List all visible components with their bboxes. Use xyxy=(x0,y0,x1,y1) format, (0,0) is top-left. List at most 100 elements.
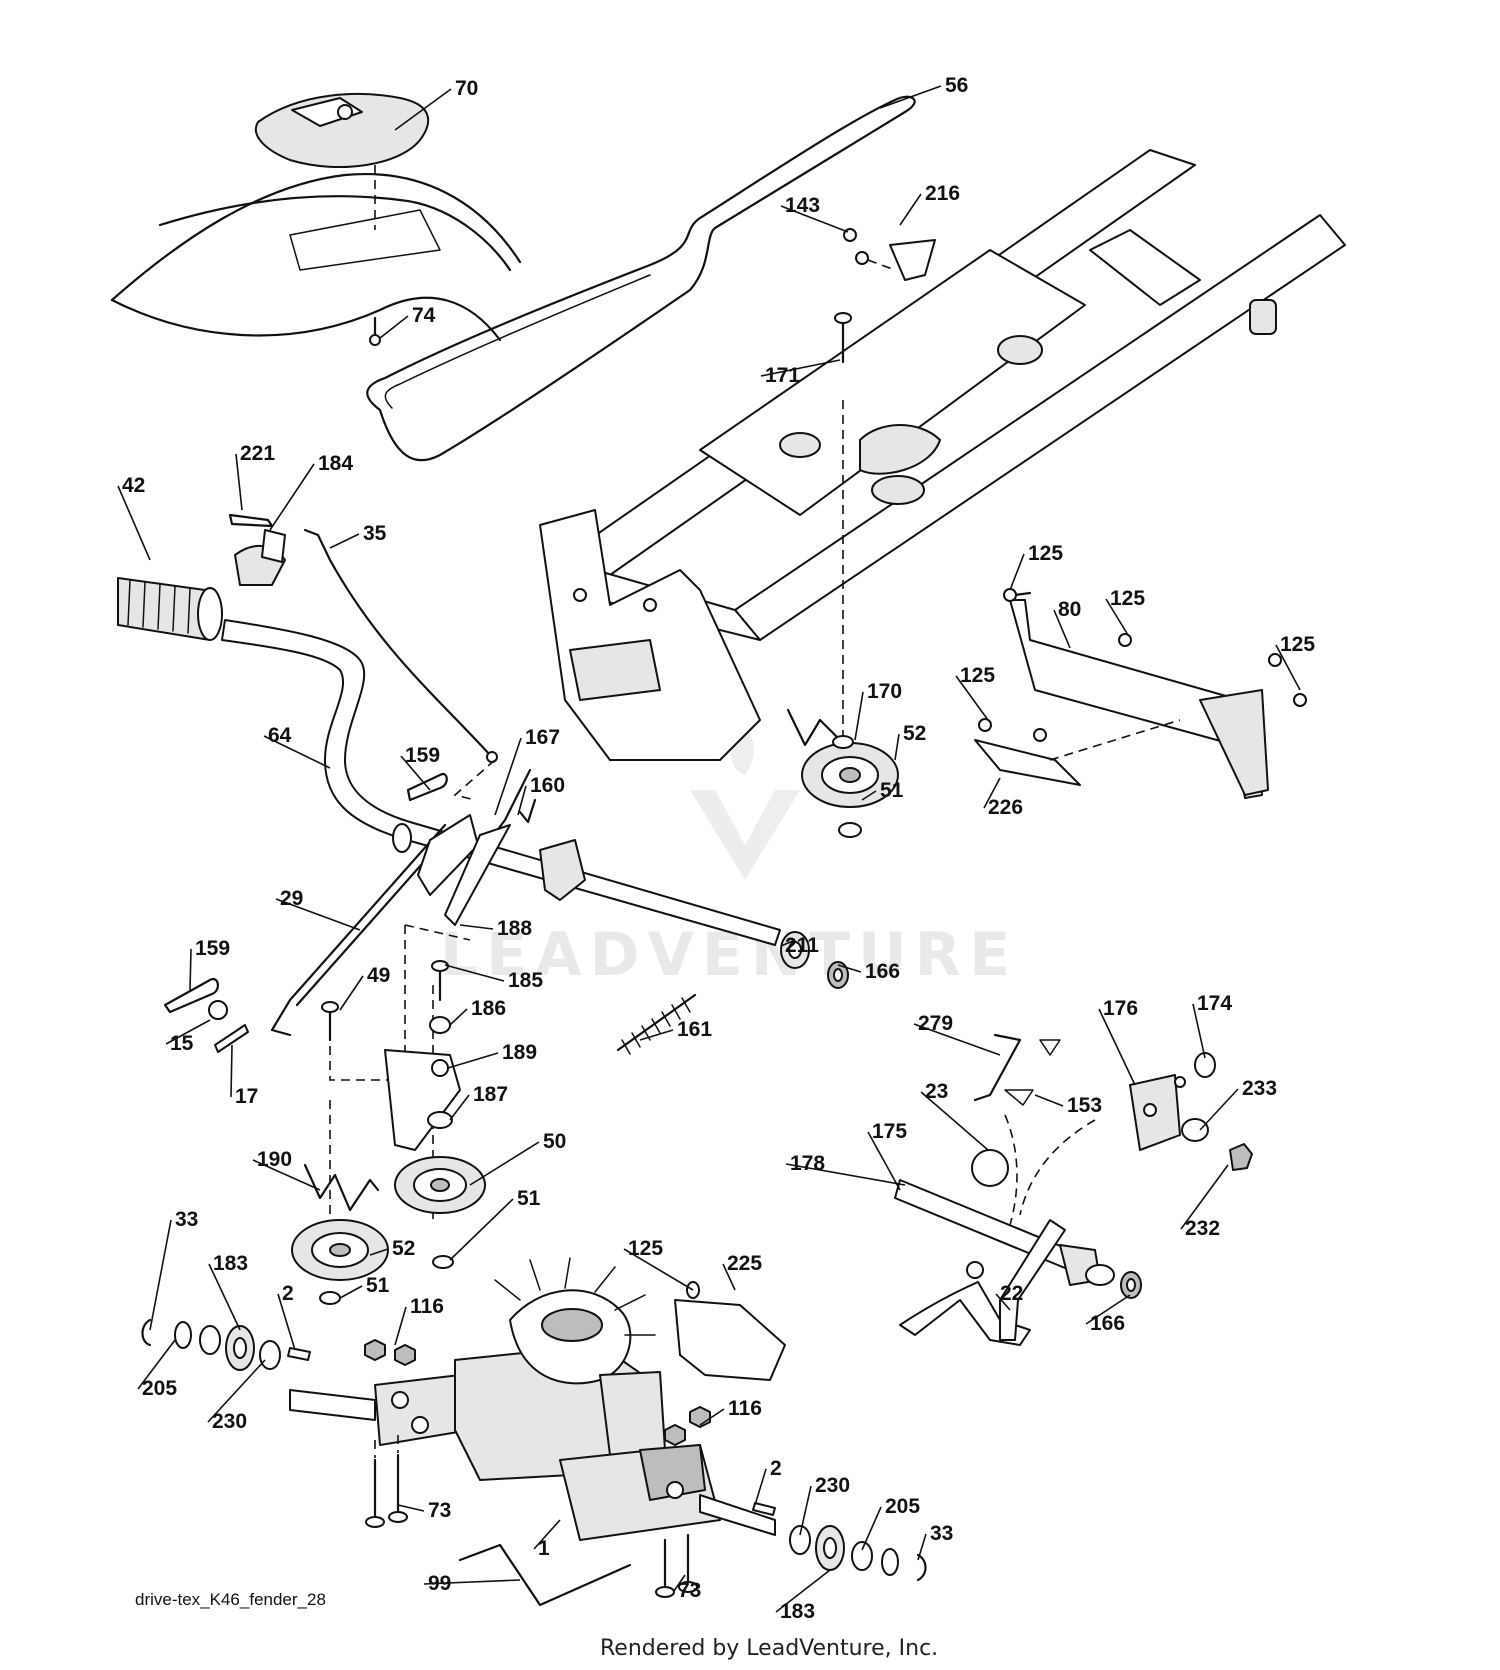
callout-leader-line xyxy=(983,777,1001,809)
render-credit: Rendered by LeadVenture, Inc. xyxy=(600,1636,938,1661)
callout-leader-line xyxy=(1085,1294,1131,1325)
callout-leader-line xyxy=(754,1468,767,1506)
callout-leader-line xyxy=(1192,1003,1206,1059)
callout-label-205: 205 xyxy=(885,1495,920,1518)
callout-leader-line xyxy=(444,964,505,982)
callout-leader-line xyxy=(397,1504,425,1512)
callout-label-70: 70 xyxy=(455,77,478,100)
callout-label-73: 73 xyxy=(428,1499,451,1522)
callout-leader-line xyxy=(533,1519,561,1550)
callout-label-49: 49 xyxy=(367,964,390,987)
callout-leader-line xyxy=(995,1293,1011,1311)
callout-leader-line xyxy=(469,1141,540,1186)
callout-label-186: 186 xyxy=(471,997,506,1020)
left-axle-hardware xyxy=(141,1318,311,1371)
part-99-rod xyxy=(458,1543,632,1607)
part-211-bushing xyxy=(780,931,849,989)
part-80-bracket xyxy=(974,599,1269,799)
callout-label-33: 33 xyxy=(175,1208,198,1231)
callout-leader-line xyxy=(785,1163,906,1186)
part-70-cover xyxy=(255,92,430,169)
callout-label-230: 230 xyxy=(815,1474,850,1497)
callout-label-187: 187 xyxy=(473,1083,508,1106)
callout-leader-line xyxy=(1105,598,1129,636)
callout-leader-line xyxy=(208,1263,241,1331)
callout-label-22: 22 xyxy=(1000,1282,1023,1305)
callout-leader-line xyxy=(339,975,364,1011)
callout-label-221: 221 xyxy=(240,442,275,465)
part-56-belt xyxy=(366,95,916,462)
callout-leader-line xyxy=(1098,1008,1136,1086)
callout-label-190: 190 xyxy=(257,1148,292,1171)
callout-label-56: 56 xyxy=(945,74,968,97)
callout-leader-line xyxy=(339,1285,363,1299)
callout-leader-line xyxy=(394,88,452,131)
callout-leader-line xyxy=(400,755,431,791)
callout-leader-line xyxy=(277,1293,296,1351)
callout-leader-line xyxy=(275,898,361,931)
callout-label-73: 73 xyxy=(678,1579,701,1602)
callout-leader-line xyxy=(861,1506,882,1551)
callout-leader-line xyxy=(1034,1094,1064,1107)
callout-label-161: 161 xyxy=(677,1018,712,1041)
callout-label-205: 205 xyxy=(142,1377,177,1400)
callout-leader-line xyxy=(894,733,900,761)
callout-label-125: 125 xyxy=(960,664,995,687)
callout-label-52: 52 xyxy=(392,1237,415,1260)
callout-leader-line xyxy=(137,1339,176,1390)
callout-leader-line xyxy=(449,1198,514,1261)
callout-leader-line xyxy=(329,533,360,549)
part-52-pulley xyxy=(291,1219,389,1305)
callout-label-166: 166 xyxy=(1090,1312,1125,1335)
callout-label-52: 52 xyxy=(903,722,926,745)
callout-leader-line xyxy=(799,1485,812,1536)
callout-leader-line xyxy=(1199,1088,1239,1131)
part-279-rod xyxy=(973,1033,1061,1106)
callout-leader-line xyxy=(117,485,151,561)
callout-leader-line xyxy=(955,675,989,721)
callout-label-29: 29 xyxy=(280,887,303,910)
callout-label-167: 167 xyxy=(525,726,560,749)
callout-label-159: 159 xyxy=(405,744,440,767)
part-74-screw xyxy=(369,316,381,346)
callout-label-2: 2 xyxy=(770,1457,782,1480)
part-23-ring xyxy=(971,1114,1096,1226)
callout-leader-line xyxy=(673,1574,686,1592)
callout-leader-line xyxy=(780,939,796,947)
part-184-knob xyxy=(228,513,286,586)
callout-label-23: 23 xyxy=(925,1080,948,1103)
callout-leader-line xyxy=(861,790,877,801)
callout-leader-line xyxy=(1275,644,1301,691)
callout-label-116: 116 xyxy=(728,1397,762,1420)
callout-leader-line xyxy=(899,193,922,226)
part-225-plate xyxy=(674,1281,786,1381)
callout-leader-line xyxy=(639,1029,674,1041)
callout-label-178: 178 xyxy=(790,1152,825,1175)
callout-label-125: 125 xyxy=(1110,587,1145,610)
callout-leader-line xyxy=(459,924,494,930)
callout-label-125: 125 xyxy=(1028,542,1063,565)
callout-label-2: 2 xyxy=(282,1282,294,1305)
callout-label-183: 183 xyxy=(213,1252,248,1275)
callout-leader-line xyxy=(699,1408,725,1426)
callout-leader-line xyxy=(837,964,862,973)
callout-label-211: 211 xyxy=(785,934,819,957)
callout-leader-line xyxy=(149,1219,172,1331)
callout-label-174: 174 xyxy=(1197,992,1232,1015)
callout-leader-line xyxy=(854,691,864,741)
callout-leader-line xyxy=(252,1159,321,1191)
part-176-bracket xyxy=(1129,1052,1253,1171)
callout-label-225: 225 xyxy=(727,1252,762,1275)
callout-label-35: 35 xyxy=(363,522,387,545)
callout-leader-line xyxy=(423,1579,521,1585)
callout-label-279: 279 xyxy=(918,1012,953,1035)
part-171-bolt xyxy=(834,312,852,745)
part-216-bracket xyxy=(843,228,936,281)
callout-leader-line xyxy=(207,1359,266,1423)
callout-leader-line xyxy=(379,315,409,339)
part-161-spring xyxy=(616,993,697,1055)
callout-label-143: 143 xyxy=(785,194,820,217)
